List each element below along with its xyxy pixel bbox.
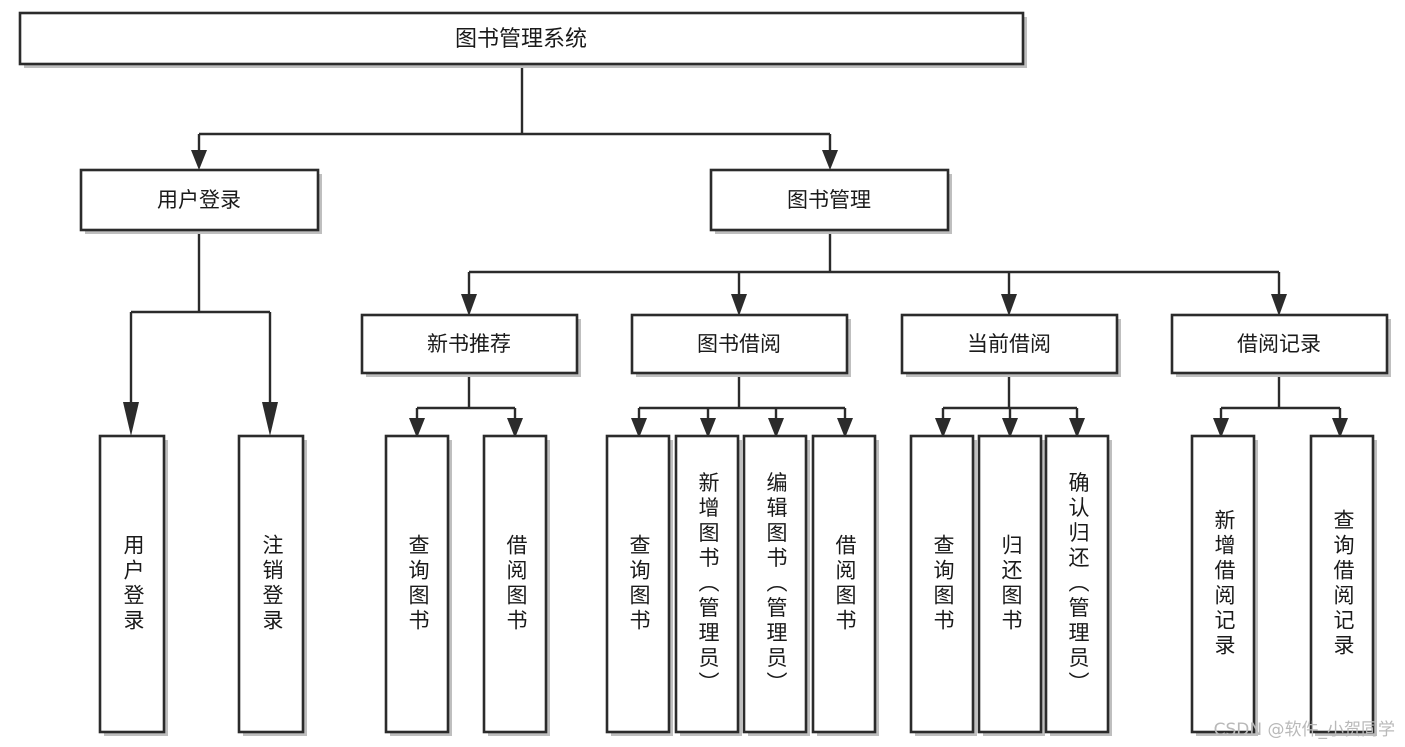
leaf-edit-book-label: 编辑图书（管理员） — [764, 472, 788, 697]
book-borrow-box — [630, 313, 849, 375]
node-book-management[interactable]: 图书管理 — [709, 168, 952, 234]
arrowhead-leaf-borrow-book-1 — [507, 418, 523, 438]
node-book-borrow[interactable]: 图书借阅 — [630, 313, 851, 377]
root-box — [18, 11, 1025, 66]
book-borrow-label: 图书借阅 — [697, 332, 781, 356]
leaf-add-record-box — [1190, 434, 1256, 734]
watermark-text: CSDN @软件_小贺同学 — [1214, 720, 1395, 740]
arrowhead-new-book-recommend — [461, 294, 477, 316]
leaf-query-record-label: 查询借阅记录 — [1331, 509, 1355, 659]
leaf-query-book-3-label: 查询图书 — [931, 534, 955, 634]
node-leaf-add-book[interactable]: 新增图书（管理员） — [674, 434, 742, 736]
borrow-record-label: 借阅记录 — [1237, 332, 1321, 356]
leaf-user-login-box — [98, 434, 166, 734]
arrowhead-leaf-add-book — [700, 418, 716, 438]
book-management-label: 图书管理 — [787, 188, 871, 212]
arrowhead-leaf-query-book-2 — [631, 418, 647, 438]
arrowhead-user-login — [191, 150, 207, 170]
root-label: 图书管理系统 — [455, 27, 587, 52]
leaf-user-logout-box — [237, 434, 305, 734]
new-book-recommend-box — [360, 313, 579, 375]
arrowhead-leaf-borrow-book-2 — [837, 418, 853, 438]
leaf-query-book-2-box — [605, 434, 671, 734]
arrowhead-leaf-add-record — [1213, 418, 1229, 438]
node-leaf-edit-book[interactable]: 编辑图书（管理员） — [742, 434, 810, 736]
arrowhead-leaf-query-book-1 — [409, 418, 425, 438]
leaf-borrow-book-2-label: 借阅图书 — [833, 534, 857, 634]
leaf-edit-book-box — [742, 434, 808, 734]
borrow-record-box — [1170, 313, 1389, 375]
arrowhead-leaf-confirm-return — [1069, 418, 1085, 438]
edge-layer — [123, 66, 1348, 438]
leaf-add-book-label: 新增图书（管理员） — [696, 472, 720, 697]
node-leaf-add-record[interactable]: 新增借阅记录 — [1190, 434, 1258, 736]
leaf-confirm-return-box — [1044, 434, 1110, 734]
leaf-return-book-box — [977, 434, 1043, 734]
leaf-query-book-1-box — [384, 434, 450, 734]
node-leaf-user-login[interactable]: 用户登录 — [98, 434, 168, 736]
leaf-borrow-book-1-box — [482, 434, 548, 734]
node-leaf-query-book-3[interactable]: 查询图书 — [909, 434, 977, 736]
book-management-box — [709, 168, 950, 232]
node-leaf-return-book[interactable]: 归还图书 — [977, 434, 1045, 736]
node-borrow-record[interactable]: 借阅记录 — [1170, 313, 1391, 377]
leaf-add-record-label: 新增借阅记录 — [1212, 509, 1236, 659]
node-current-borrow[interactable]: 当前借阅 — [900, 313, 1121, 377]
leaf-return-book-label: 归还图书 — [999, 534, 1023, 634]
node-leaf-query-book-1[interactable]: 查询图书 — [384, 434, 452, 736]
leaf-borrow-book-1-label: 借阅图书 — [504, 534, 528, 634]
arrowhead-book-management — [822, 150, 838, 170]
current-borrow-label: 当前借阅 — [967, 332, 1051, 356]
leaf-confirm-return-label: 确认归还（管理员） — [1066, 472, 1090, 697]
arrowhead-current-borrow — [1001, 294, 1017, 316]
new-book-recommend-label: 新书推荐 — [427, 332, 511, 356]
node-leaf-query-record[interactable]: 查询借阅记录 — [1309, 434, 1377, 736]
leaf-borrow-book-2-box — [811, 434, 877, 734]
node-leaf-confirm-return[interactable]: 确认归还（管理员） — [1044, 434, 1112, 736]
leaf-query-book-1-label: 查询图书 — [406, 534, 430, 634]
node-root[interactable]: 图书管理系统 — [18, 11, 1027, 68]
arrowhead-leaf-user-login — [123, 402, 139, 436]
arrowhead-leaf-return-book — [1002, 418, 1018, 438]
arrowhead-book-borrow — [731, 294, 747, 316]
current-borrow-box — [900, 313, 1119, 375]
arrowhead-leaf-user-logout — [262, 402, 278, 436]
leaf-query-book-2-label: 查询图书 — [627, 534, 651, 634]
user-login-label: 用户登录 — [157, 188, 241, 212]
arrowhead-borrow-record — [1271, 294, 1287, 316]
node-leaf-user-logout[interactable]: 注销登录 — [237, 434, 307, 736]
leaf-query-book-3-box — [909, 434, 975, 734]
node-leaf-borrow-book-2[interactable]: 借阅图书 — [811, 434, 879, 736]
leaf-user-logout-label: 注销登录 — [260, 534, 284, 634]
node-user-login[interactable]: 用户登录 — [79, 168, 322, 234]
node-leaf-query-book-2[interactable]: 查询图书 — [605, 434, 673, 736]
user-login-box — [79, 168, 320, 232]
arrowhead-leaf-query-book-3 — [935, 418, 951, 438]
node-leaf-borrow-book-1[interactable]: 借阅图书 — [482, 434, 550, 736]
leaf-add-book-box — [674, 434, 740, 734]
node-new-book-recommend[interactable]: 新书推荐 — [360, 313, 581, 377]
leaf-query-record-box — [1309, 434, 1375, 734]
leaf-user-login-label: 用户登录 — [121, 534, 145, 634]
arrowhead-leaf-query-record — [1332, 418, 1348, 438]
arrowhead-leaf-edit-book — [768, 418, 784, 438]
